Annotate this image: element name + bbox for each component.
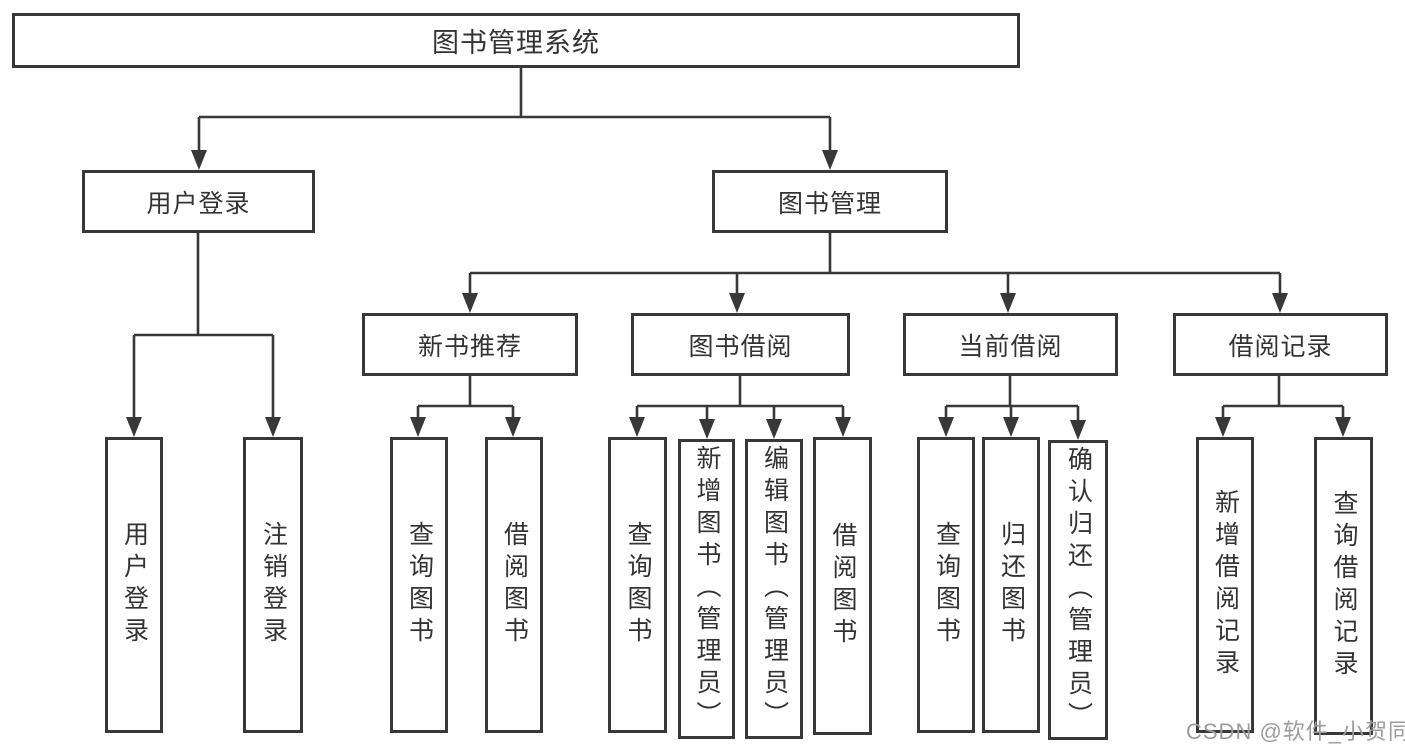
node-new-book-recommendation: 新书推荐 — [362, 313, 578, 376]
node-book-management: 图书管理 — [712, 170, 948, 233]
leaf-borrow-book-recommend: 借阅图书 — [485, 437, 543, 733]
leaf-user-login: 用户登录 — [105, 437, 163, 733]
leaf-add-borrow-record: 新增借阅记录 — [1196, 437, 1254, 733]
node-borrowing-records: 借阅记录 — [1173, 313, 1388, 376]
leaf-return-book: 归还图书 — [982, 437, 1040, 733]
leaf-edit-book-admin: 编辑图书（管理员） — [745, 439, 803, 739]
leaf-query-book-borrowing: 查询图书 — [608, 437, 667, 733]
leaf-borrow-book-borrowing: 借阅图书 — [813, 437, 872, 735]
leaf-add-book-admin: 新增图书（管理员） — [678, 439, 735, 739]
leaf-logout: 注销登录 — [243, 437, 303, 733]
watermark: CSDN @软件_小贺同学 — [1186, 719, 1405, 744]
node-current-borrowing: 当前借阅 — [903, 313, 1118, 376]
node-book-borrowing: 图书借阅 — [631, 313, 850, 376]
leaf-query-book-current: 查询图书 — [917, 437, 975, 733]
leaf-query-borrow-record: 查询借阅记录 — [1314, 437, 1373, 735]
node-root: 图书管理系统 — [12, 13, 1020, 68]
leaf-confirm-return-admin: 确认归还（管理员） — [1048, 440, 1108, 740]
leaf-query-book-recommend: 查询图书 — [390, 437, 448, 733]
arrowheads — [126, 150, 1351, 440]
node-user-login: 用户登录 — [82, 170, 315, 233]
